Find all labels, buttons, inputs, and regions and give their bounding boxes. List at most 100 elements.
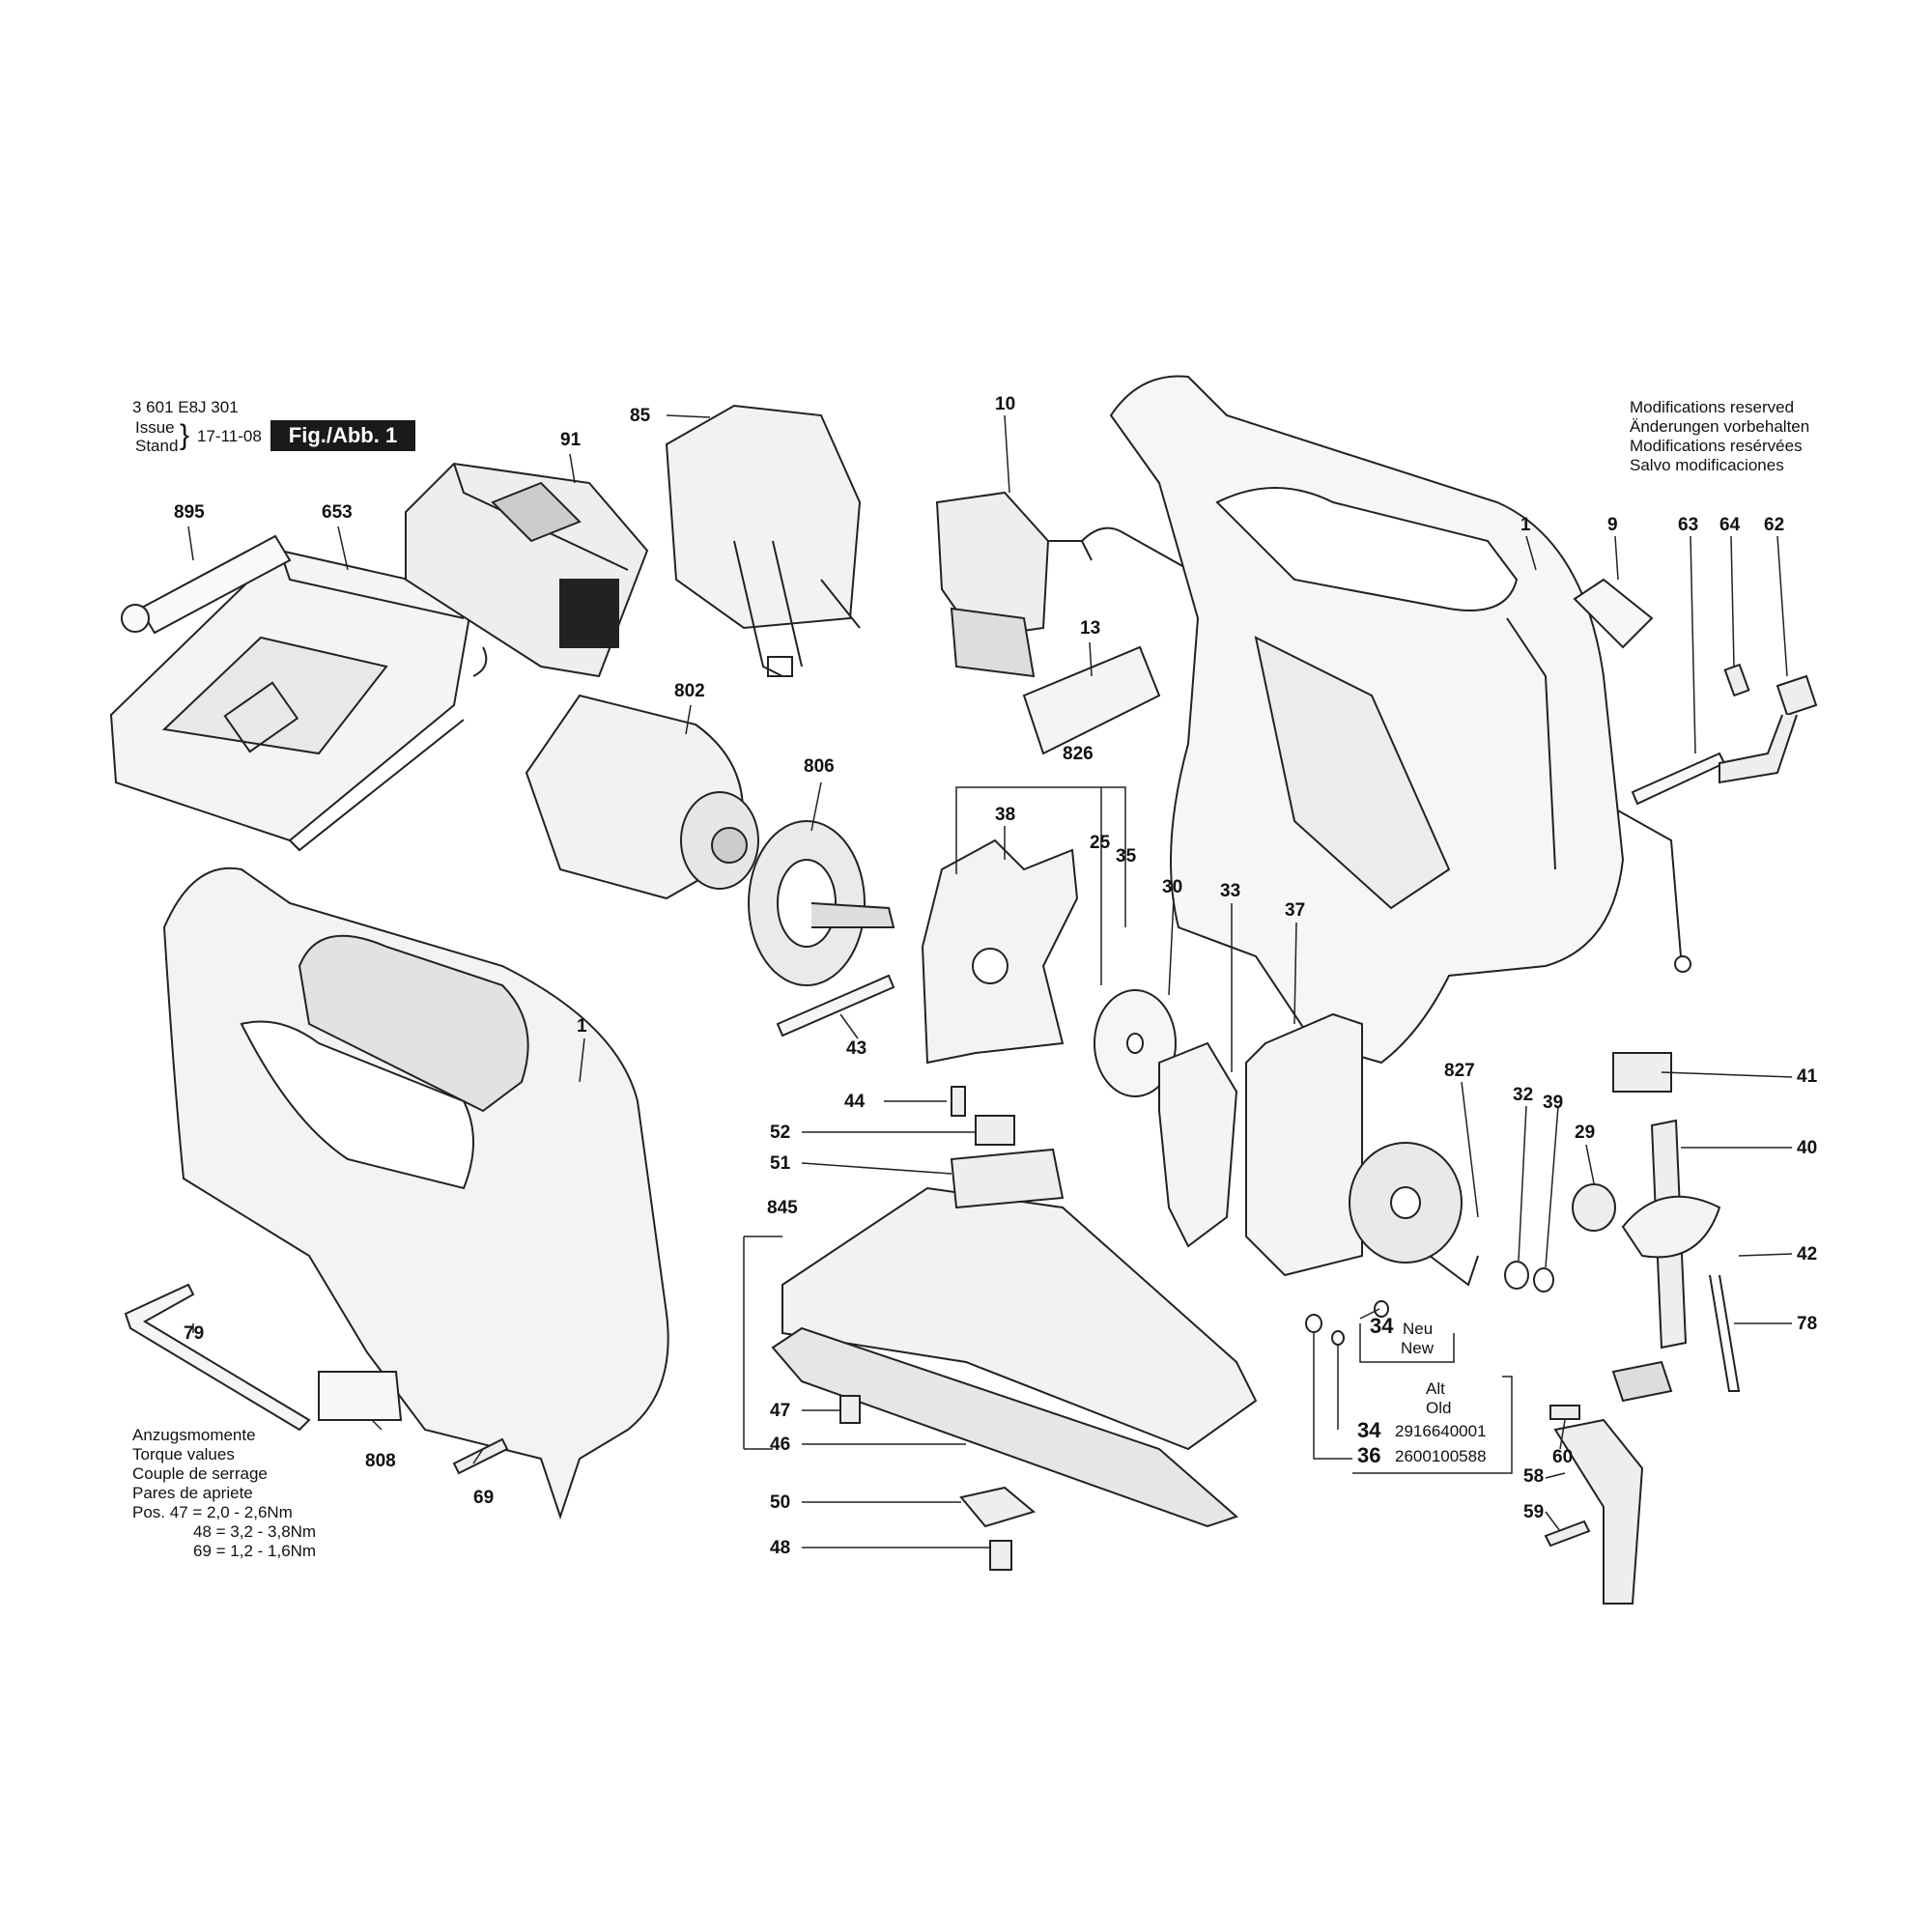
callout-60: 60: [1552, 1447, 1574, 1467]
callout-59: 59: [1523, 1502, 1545, 1522]
pad-52-drawing: [975, 1115, 1015, 1146]
callout-44: 44: [844, 1092, 866, 1112]
callout-38: 38: [995, 805, 1016, 825]
housing-half-drawing: [1109, 375, 1625, 1065]
callout-13: 13: [1080, 618, 1101, 639]
clip-60-drawing: [1549, 1405, 1580, 1420]
callout-32: 32: [1513, 1085, 1534, 1105]
part-34-neu: Neu: [1403, 1320, 1434, 1338]
callout-41: 41: [1797, 1066, 1818, 1087]
callout-827: 827: [1444, 1061, 1475, 1081]
screw-48-drawing: [989, 1540, 1012, 1571]
callout-52: 52: [770, 1122, 791, 1143]
figure-label: Fig./Abb. 1: [270, 420, 415, 451]
callout-50: 50: [770, 1492, 791, 1513]
spring-78-drawing: [1709, 1274, 1741, 1392]
issue-label: Issue: [135, 418, 175, 437]
charger-drawing: [109, 549, 488, 852]
clamp-50-drawing: [959, 1486, 1037, 1528]
ring-34-old-drawing: [1331, 1330, 1345, 1346]
assembled-jigsaw-drawing: [162, 867, 669, 1520]
callout-25: 25: [1090, 833, 1111, 853]
doc-number: 3 601 E8J 301: [132, 398, 239, 416]
torque-line-en: Torque values: [132, 1445, 235, 1463]
washer-32-drawing: [1504, 1261, 1529, 1290]
callout-78: 78: [1797, 1314, 1818, 1334]
callout-1-assembled: 1: [577, 1016, 587, 1037]
wire-drawing: [1081, 526, 1682, 957]
issue-date: 17-11-08: [197, 427, 262, 445]
callout-91: 91: [560, 430, 582, 450]
callout-37: 37: [1285, 900, 1306, 921]
callout-48: 48: [770, 1538, 791, 1558]
callout-653: 653: [322, 502, 353, 523]
torque-line-de: Anzugsmomente: [132, 1426, 256, 1444]
stand-label: Stand: [135, 437, 179, 455]
torque-row-48: 48 = 3,2 - 3,8Nm: [193, 1522, 317, 1541]
washer-30-drawing: [1094, 989, 1177, 1097]
torque-values: Anzugsmomente Torque values Couple de se…: [132, 1426, 316, 1561]
electronics-module-drawing: [665, 404, 862, 677]
old-row-part-34: 2916640001: [1395, 1422, 1487, 1440]
callout-58: 58: [1523, 1466, 1545, 1487]
label-9-drawing: [1573, 578, 1654, 649]
ring-39-drawing: [1533, 1267, 1554, 1293]
screw-69-drawing: [452, 1437, 509, 1475]
modifications-line-es: Salvo modificaciones: [1630, 456, 1784, 474]
modifications-line-fr: Modifications resérvées: [1630, 437, 1803, 455]
callout-69: 69: [473, 1488, 495, 1508]
callout-29: 29: [1575, 1122, 1596, 1143]
torque-line-fr: Couple de serrage: [132, 1464, 268, 1483]
gear-827-drawing: [1349, 1142, 1479, 1287]
modifications-line-en: Modifications reserved: [1630, 398, 1795, 416]
cover-13-drawing: [1022, 645, 1161, 755]
fan-drawing: [748, 820, 895, 986]
callout-845: 845: [767, 1198, 798, 1218]
callout-40: 40: [1797, 1138, 1818, 1158]
grease-tube-drawing: [121, 534, 292, 635]
part-34-new-number: 34: [1370, 1314, 1394, 1338]
pin-63-drawing: [1631, 752, 1726, 806]
label-808-drawing: [318, 1371, 403, 1421]
lever-62-drawing: [1719, 674, 1818, 784]
callout-51: 51: [770, 1153, 791, 1174]
motor-drawing: [525, 694, 759, 900]
callout-1-housing: 1: [1520, 515, 1531, 535]
washer-36-drawing: [1305, 1314, 1322, 1333]
part-34-new: New: [1401, 1339, 1435, 1357]
callout-10: 10: [995, 394, 1016, 414]
callout-895: 895: [174, 502, 205, 523]
base-plate-drawing: [771, 1186, 1258, 1528]
modifications-note: Modifications reserved Änderungen vorbeh…: [1630, 398, 1809, 475]
blade-holder-drawing: [1611, 1119, 1721, 1403]
screw-64-drawing: [1723, 663, 1750, 697]
issue-brace: }: [180, 419, 190, 451]
callout-62: 62: [1764, 515, 1785, 535]
leader-lines: [187, 414, 1793, 1548]
callout-33: 33: [1220, 881, 1241, 901]
callout-42: 42: [1797, 1244, 1818, 1264]
plate-37-drawing: [1245, 1012, 1363, 1277]
part-34-alt: Alt: [1426, 1379, 1445, 1398]
hex-key-drawing: [124, 1283, 311, 1432]
part-34-old: Old: [1426, 1399, 1452, 1417]
callout-802: 802: [674, 681, 705, 701]
torque-line-es: Pares de apriete: [132, 1484, 253, 1502]
callout-39: 39: [1543, 1093, 1564, 1113]
callout-85: 85: [630, 406, 651, 426]
ring-34-new-drawing: [1374, 1300, 1389, 1318]
clamp-51-drawing: [950, 1148, 1065, 1209]
callout-35: 35: [1116, 846, 1137, 867]
callout-826: 826: [1063, 744, 1094, 764]
callout-46: 46: [770, 1435, 791, 1455]
shaft-43-drawing: [776, 974, 895, 1037]
callout-808: 808: [365, 1451, 396, 1471]
screw-47-drawing: [839, 1395, 861, 1424]
callout-9: 9: [1607, 515, 1618, 535]
callout-806: 806: [804, 756, 835, 777]
callout-47: 47: [770, 1401, 791, 1421]
modifications-line-de: Änderungen vorbehalten: [1630, 417, 1810, 436]
old-row-pos-36: 36: [1357, 1443, 1381, 1467]
pin-59-drawing: [1544, 1520, 1591, 1548]
